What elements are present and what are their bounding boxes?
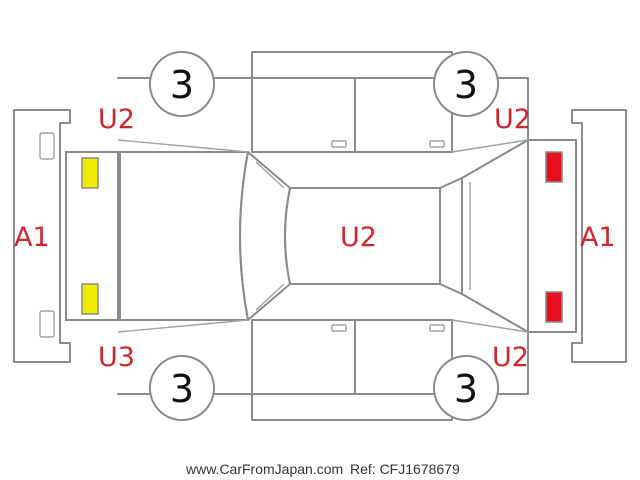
front-bumper [13,109,71,363]
front-fascia [65,151,121,321]
rear-window [439,139,529,333]
hood [117,151,249,321]
rear-right-lamp [545,291,563,323]
code-front-bumper: A1 [14,222,50,253]
rear-left-lamp [545,151,563,183]
wheel-rear-right: 3 [433,355,499,421]
front-left-lamp [81,157,99,189]
wheel-rear-left-grade: 3 [454,63,478,107]
front-right-lamp [81,283,99,315]
code-front-right-fender: U3 [98,342,135,373]
wheel-front-right-grade: 3 [170,367,194,411]
footer-site: www.CarFromJapan.com [185,461,343,477]
code-front-left-fender: U2 [98,104,135,135]
code-rear-bumper: A1 [580,222,616,253]
wheel-rear-right-grade: 3 [454,367,478,411]
roof [284,187,441,285]
wheel-front-left: 3 [149,51,215,117]
code-rear-left-quarter: U2 [494,104,531,135]
wheel-front-right: 3 [149,355,215,421]
code-rear-right-quarter: U2 [492,342,529,373]
wheel-rear-left: 3 [433,51,499,117]
code-roof: U2 [340,222,377,253]
rear-bumper [571,109,627,363]
wheel-front-left-grade: 3 [170,63,194,107]
footer-ref: Ref: CFJ1678679 [350,461,460,477]
windshield [239,151,291,321]
